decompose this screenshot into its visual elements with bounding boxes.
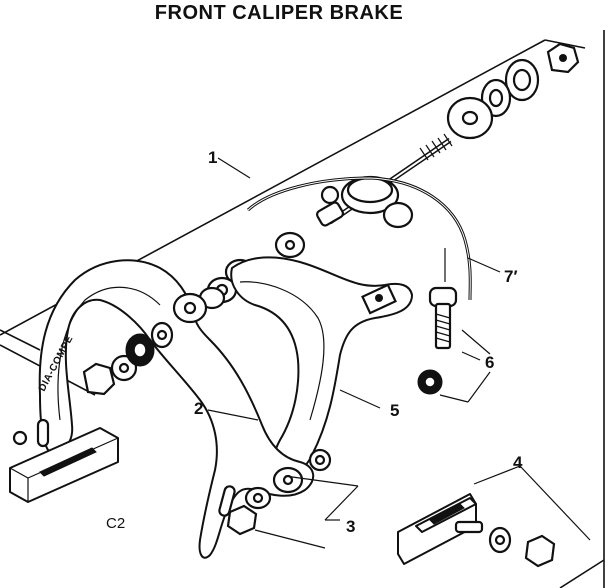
rear-caliper-arm	[230, 256, 413, 474]
left-brake-shoe	[9, 427, 119, 503]
callout-7: 7′	[504, 267, 518, 286]
return-spring	[246, 176, 472, 301]
left-nut-assembly	[82, 321, 174, 396]
top-nut-and-washers	[446, 42, 580, 140]
diagram-title: FRONT CALIPER BRAKE	[154, 2, 404, 24]
callout-2: 2	[194, 399, 203, 418]
callout-3: 3	[346, 517, 355, 536]
right-brake-shoe	[397, 465, 591, 568]
callout-1: 1	[208, 148, 217, 167]
figure-code: C2	[106, 515, 125, 532]
adjuster-assembly	[417, 248, 491, 403]
callout-5: 5	[390, 401, 399, 420]
arm-bolt-assembly	[226, 448, 359, 549]
callout-4: 4	[513, 453, 523, 472]
front-caliper-arm	[36, 259, 315, 559]
callout-6: 6	[485, 353, 494, 372]
callout-leaders	[207, 157, 501, 521]
